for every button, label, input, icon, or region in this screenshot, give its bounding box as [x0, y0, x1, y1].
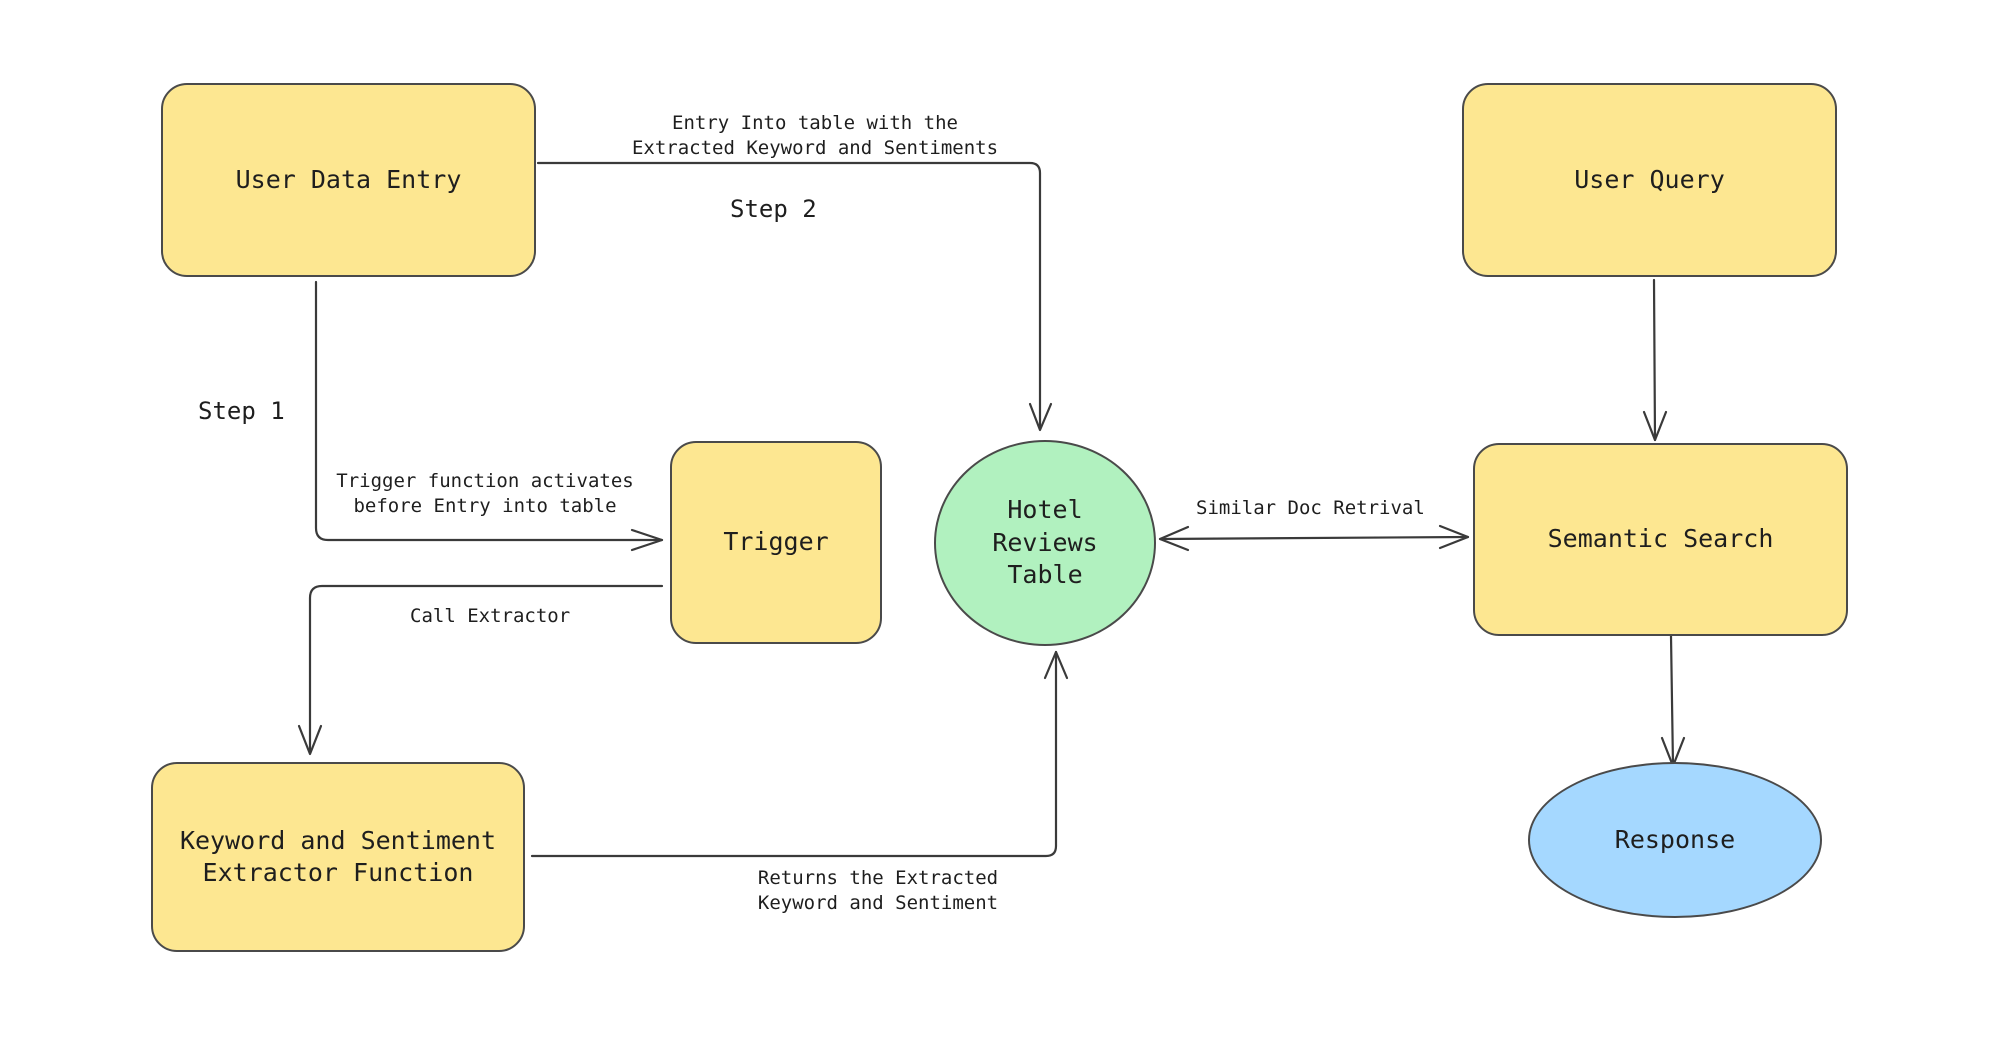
- node-extractor-function: Keyword and Sentiment Extractor Function: [151, 762, 525, 952]
- node-user-query-label: User Query: [1574, 164, 1725, 194]
- table-label-line-2: Reviews: [992, 527, 1098, 557]
- arrow-search-to-response: [1669, 634, 1675, 768]
- node-user-data-entry-label: User Data Entry: [235, 164, 462, 194]
- label-similar-doc: Similar Doc Retrival: [1196, 496, 1425, 521]
- table-label-line-1: Hotel: [1007, 495, 1083, 525]
- label-entry-line-1: Entry Into table with the: [672, 112, 958, 134]
- extractor-label-line-2: Extractor Function: [202, 858, 474, 887]
- label-returns-line-1: Returns the Extracted: [757, 867, 999, 889]
- node-user-data-entry: User Data Entry: [161, 83, 536, 277]
- label-trigger-activates: Trigger function activates before Entry …: [330, 469, 640, 518]
- table-label-line-3: Table: [1007, 560, 1083, 590]
- arrow-extractor-to-table: [530, 650, 1058, 858]
- label-trigger-line-2: before Entry into table: [353, 494, 617, 517]
- arrowhead-entry-to-trigger: [630, 528, 664, 552]
- label-entry-into-table: Entry Into table with the Extracted Keyw…: [620, 111, 1010, 160]
- label-trigger-line-1: Trigger function activates: [336, 470, 634, 492]
- label-similar-doc-text: Similar Doc Retrival: [1196, 497, 1425, 519]
- node-trigger: Trigger: [670, 441, 882, 644]
- arrowhead-search-right: [1438, 524, 1470, 550]
- label-call-extractor: Call Extractor: [410, 604, 570, 629]
- arrow-query-to-search: [1652, 278, 1657, 442]
- label-step-1: Step 1: [198, 396, 285, 427]
- node-response-label: Response: [1614, 824, 1736, 854]
- node-response: Response: [1528, 762, 1822, 918]
- label-step-2: Step 2: [730, 194, 817, 225]
- label-call-extractor-text: Call Extractor: [410, 605, 571, 627]
- arrow-entry-to-table: [536, 161, 1042, 430]
- arrowhead-query-to-search: [1642, 410, 1668, 442]
- label-returns-extracted: Returns the Extracted Keyword and Sentim…: [748, 866, 1008, 915]
- node-semantic-search: Semantic Search: [1473, 443, 1848, 636]
- node-trigger-label: Trigger: [723, 527, 829, 557]
- arrow-entry-to-trigger: [314, 280, 664, 542]
- label-step-1-text: Step 1: [198, 397, 285, 425]
- node-user-query: User Query: [1462, 83, 1837, 277]
- arrowhead-entry-to-table: [1028, 402, 1053, 432]
- extractor-label-line-1: Keyword and Sentiment: [179, 825, 497, 855]
- label-step-2-text: Step 2: [730, 195, 817, 223]
- node-semantic-search-label: Semantic Search: [1547, 524, 1774, 554]
- arrowhead-trigger-to-extractor: [297, 724, 323, 756]
- arrowhead-table-left: [1158, 525, 1190, 552]
- arrow-trigger-to-extractor: [308, 584, 664, 754]
- arrowhead-extractor-to-table: [1043, 650, 1069, 680]
- arrow-table-search: [1158, 535, 1470, 541]
- label-returns-line-2: Keyword and Sentiment: [757, 891, 999, 914]
- label-entry-line-2: Extracted Keyword and Sentiments: [631, 136, 999, 159]
- node-hotel-reviews-table: Hotel Reviews Table: [934, 440, 1156, 646]
